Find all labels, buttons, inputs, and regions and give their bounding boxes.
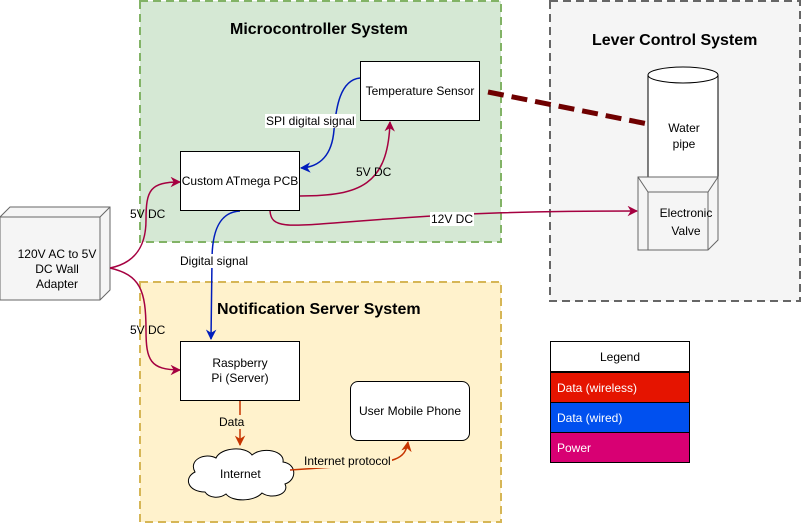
raspberry-pi-label: Raspberry Pi (Server) bbox=[211, 356, 269, 385]
legend-title: Legend bbox=[551, 342, 689, 372]
notification-server-title: Notification Server System bbox=[217, 301, 421, 318]
edge-pcb-sensor bbox=[299, 120, 395, 197]
wall-adapter-cube bbox=[0, 206, 111, 301]
edge-label-power-top: 5V DC bbox=[130, 207, 166, 221]
edge-label-protocol: Internet protocol bbox=[303, 454, 392, 468]
microcontroller-title: Microcontroller System bbox=[230, 21, 408, 38]
edge-label-data: Data bbox=[218, 415, 246, 429]
temperature-sensor-node: Temperature Sensor bbox=[360, 61, 480, 121]
edge-label-digital: Digital signal bbox=[179, 254, 250, 268]
edge-adapter-pi bbox=[109, 267, 182, 376]
temperature-sensor-label: Temperature Sensor bbox=[365, 83, 475, 98]
edge-label-spi: SPI digital signal bbox=[265, 114, 356, 128]
lever-control-title: Lever Control System bbox=[592, 32, 758, 49]
electronic-valve-label: Electronic Valve bbox=[659, 206, 713, 238]
legend: Legend Data (wireless) Data (wired) Powe… bbox=[550, 341, 690, 463]
internet-label: Internet bbox=[220, 467, 261, 481]
sensor-pipe-link bbox=[487, 89, 649, 127]
legend-item-wireless: Data (wireless) bbox=[551, 372, 689, 402]
mobile-phone-label: User Mobile Phone bbox=[358, 403, 462, 418]
wall-adapter-label: 120V AC to 5V DC Wall Adapter bbox=[17, 247, 97, 291]
edge-adapter-pcb bbox=[109, 176, 182, 269]
edge-label-sensor-power: 5V DC bbox=[356, 165, 392, 179]
edge-label-valve-power: 12V DC bbox=[430, 212, 475, 226]
edge-sensor-pcb bbox=[299, 77, 361, 173]
legend-item-power: Power bbox=[551, 432, 689, 462]
electronic-valve-box bbox=[637, 176, 719, 251]
water-pipe-label: Water pipe bbox=[668, 121, 700, 151]
atmega-pcb-node: Custom ATmega PCB bbox=[180, 151, 300, 211]
edge-label-power-bottom: 5V DC bbox=[130, 323, 166, 337]
atmega-pcb-label: Custom ATmega PCB bbox=[181, 173, 299, 188]
legend-item-wired: Data (wired) bbox=[551, 402, 689, 432]
mobile-phone-node: User Mobile Phone bbox=[350, 381, 470, 441]
raspberry-pi-node: Raspberry Pi (Server) bbox=[180, 341, 300, 401]
internet-cloud bbox=[187, 448, 295, 501]
